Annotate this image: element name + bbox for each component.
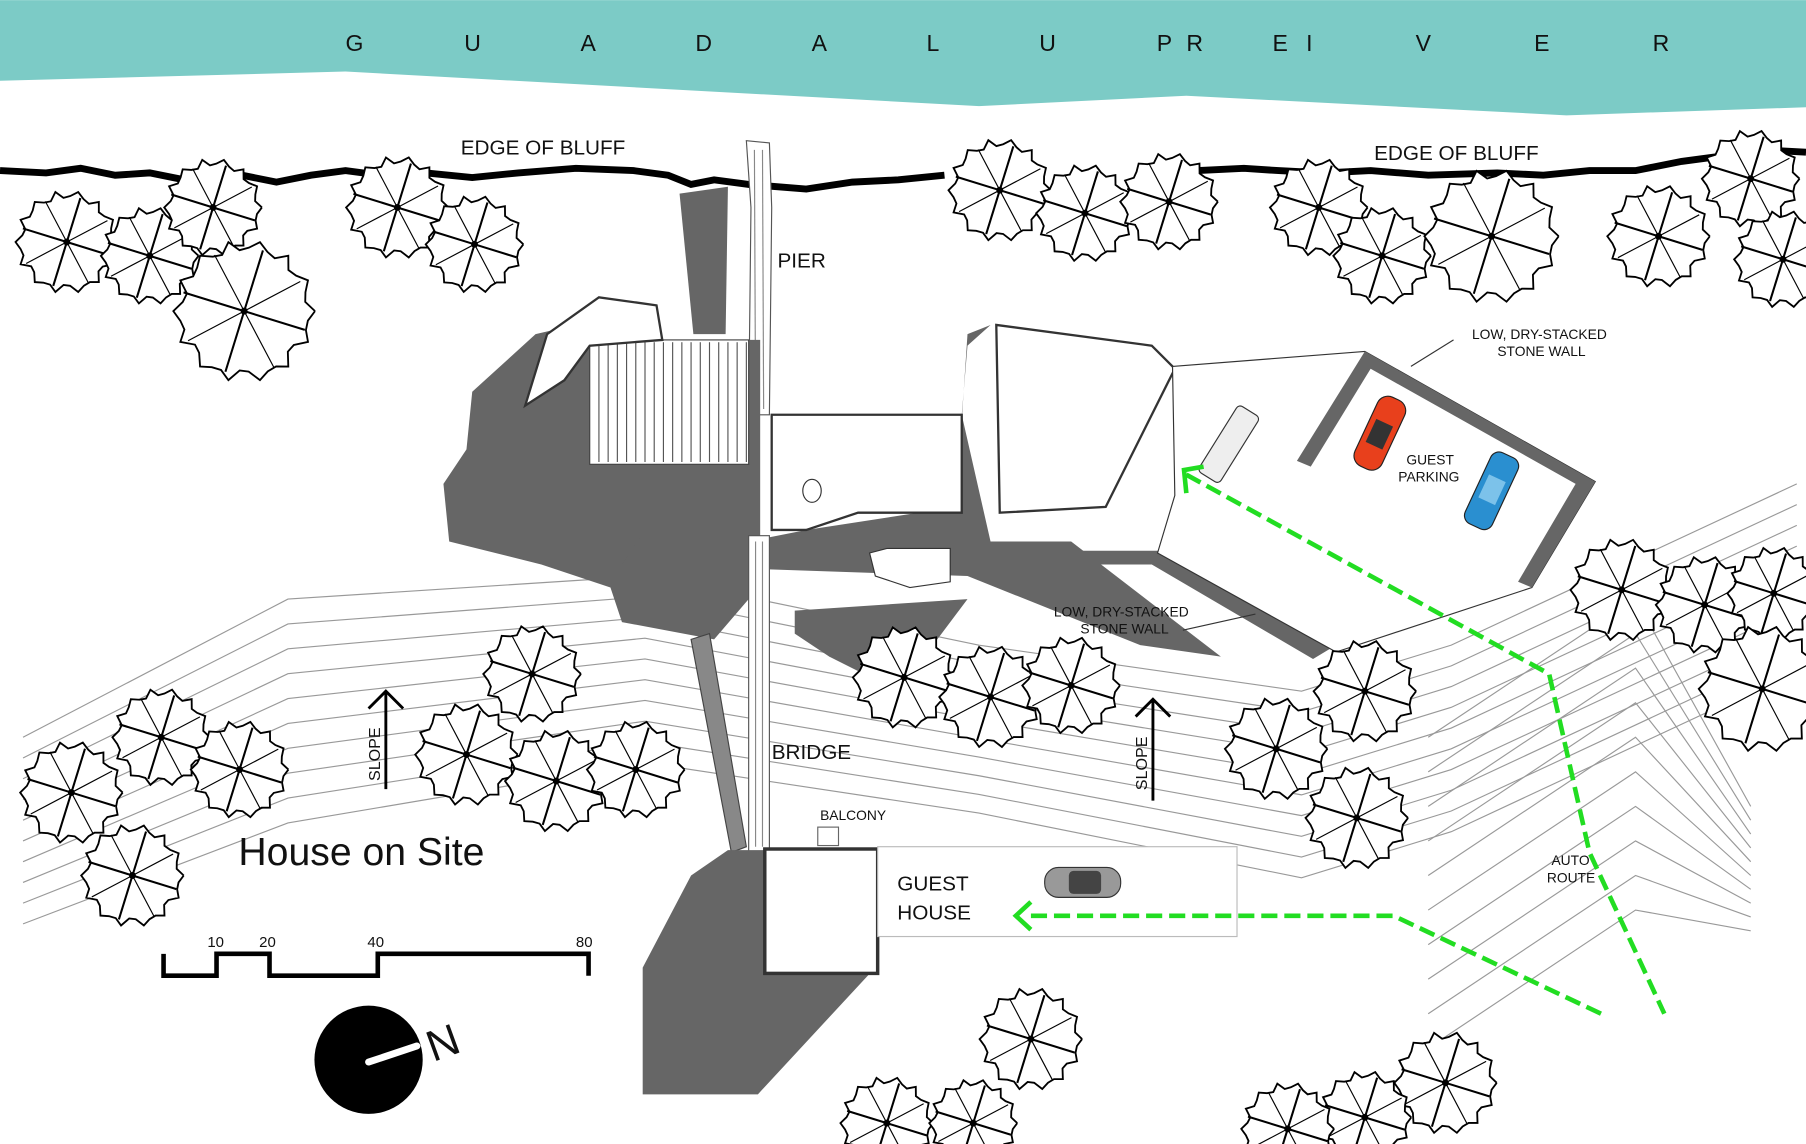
label-guest-parking-line1: GUEST <box>1406 451 1454 467</box>
auto-route <box>1025 472 1667 1016</box>
tree-icon <box>1569 538 1674 642</box>
tree-icon <box>1312 639 1417 743</box>
tree-icon <box>851 626 957 729</box>
stone-wall-parking <box>1296 351 1596 588</box>
label-guest-house-line2: HOUSE <box>897 901 971 924</box>
tree-icon <box>1034 164 1135 263</box>
scale-bar: 10 20 40 80 <box>161 934 593 979</box>
tree-icon <box>839 1076 935 1144</box>
label-slope-right: SLOPE <box>1133 736 1151 790</box>
tree-icon <box>1726 546 1806 640</box>
contour-line <box>1427 667 1752 835</box>
river-label-guadalupe: G U A D A L U P E <box>346 30 1336 56</box>
label-guest-house-line1: GUEST <box>897 872 969 895</box>
tree-icon <box>978 987 1083 1091</box>
tree-icon <box>1697 625 1806 753</box>
contour-line <box>1427 840 1751 980</box>
tree-icon <box>1732 210 1806 309</box>
label-stone-wall-top-line2: STONE WALL <box>1497 343 1586 359</box>
label-auto-route-line2: ROUTE <box>1547 869 1595 885</box>
label-stone-wall-top-line1: LOW, DRY-STACKED <box>1472 326 1607 342</box>
tree-icon <box>1119 152 1219 251</box>
contour-line <box>22 483 1798 738</box>
contour-line <box>22 669 1798 925</box>
label-bridge: BRIDGE <box>772 741 851 764</box>
label-guest-parking-line2: PARKING <box>1398 469 1459 485</box>
drawing-title: House on Site <box>238 831 484 874</box>
river-label-river: R I V E R <box>1186 30 1717 56</box>
tree-icon <box>14 190 119 294</box>
north-arrow-icon: N <box>314 1005 466 1114</box>
scale-tick-40: 40 <box>367 934 384 951</box>
tree-icon <box>947 138 1052 242</box>
tree-icon <box>189 720 290 819</box>
scale-tick-20: 20 <box>259 934 276 951</box>
label-edge-of-bluff-left: EDGE OF BLUFF <box>461 136 626 159</box>
tree-icon <box>111 688 211 787</box>
north-label: N <box>420 1015 466 1072</box>
tree-icon <box>1606 184 1711 288</box>
contour-line <box>22 607 1798 863</box>
label-stone-wall-mid-line1: LOW, DRY-STACKED <box>1054 603 1189 619</box>
river <box>0 0 1806 116</box>
contour-line <box>1427 701 1752 849</box>
car-blue <box>1463 451 1520 531</box>
tree-icon <box>1304 766 1409 870</box>
tree-icon <box>18 741 124 844</box>
deck-slats <box>598 342 747 463</box>
tree-icon <box>1268 158 1369 257</box>
main-house <box>443 296 1337 680</box>
car-white <box>1198 405 1260 483</box>
tree-icon <box>585 720 686 819</box>
tree-icon <box>1654 555 1755 654</box>
contour-line <box>22 649 1798 904</box>
tree-icon <box>1332 206 1432 305</box>
tree-icon <box>938 645 1043 749</box>
label-auto-route-line1: AUTO <box>1551 852 1589 868</box>
label-slope-left: SLOPE <box>366 727 384 781</box>
tree-icon <box>344 156 450 259</box>
scale-tick-10: 10 <box>207 934 224 951</box>
tree-icon <box>79 824 185 927</box>
slope-arrow-left <box>367 689 405 790</box>
car-silver-guest-house <box>1044 866 1122 898</box>
tree-icon <box>99 206 200 305</box>
slope-arrow-right <box>1134 697 1172 801</box>
contour-line <box>1427 632 1752 821</box>
tree-icon <box>503 729 609 833</box>
tree-icon <box>1223 697 1329 801</box>
tree-icon <box>172 240 316 382</box>
car-red <box>1353 395 1407 471</box>
tree-icon <box>424 195 525 294</box>
tree-icon <box>1021 636 1121 735</box>
contour-line <box>1427 909 1751 1049</box>
tree-icon <box>1240 1082 1335 1144</box>
trees <box>14 129 1806 1144</box>
tree-icon <box>482 624 582 723</box>
pier <box>679 140 773 416</box>
label-balcony: BALCONY <box>820 807 886 823</box>
bridge <box>690 535 770 854</box>
label-pier: PIER <box>777 249 825 272</box>
tree-icon <box>928 1078 1018 1144</box>
driveway <box>1156 350 1597 653</box>
contour-line <box>1427 736 1752 876</box>
contour-line <box>1427 771 1752 911</box>
contour-line <box>1427 874 1751 1015</box>
tree-icon <box>1700 129 1801 228</box>
tree-icon <box>1423 169 1560 304</box>
tree-icon <box>163 158 263 257</box>
scale-tick-80: 80 <box>576 934 593 951</box>
route-arrowheads <box>1012 464 1205 932</box>
contour-line <box>22 628 1798 883</box>
guest-house <box>642 826 1238 1095</box>
contour-line <box>1427 805 1752 946</box>
tree-icon <box>414 703 519 806</box>
label-edge-of-bluff-right: EDGE OF BLUFF <box>1374 142 1539 165</box>
label-stone-wall-mid-line2: STONE WALL <box>1080 621 1169 637</box>
